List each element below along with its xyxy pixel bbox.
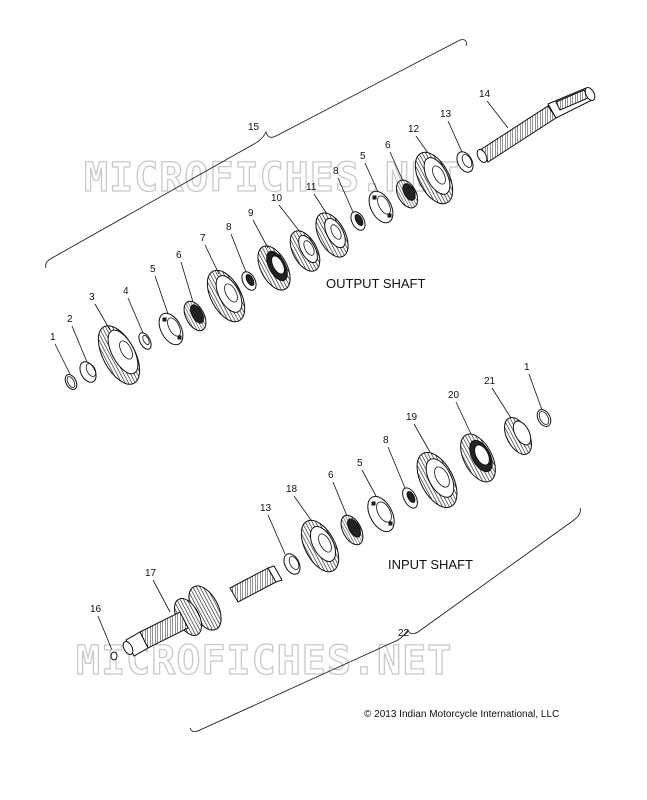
callout-numbers: 1 2 3 4 5 6 7 8 9 10 11 8 5 6 12 13 14 1…: [50, 89, 530, 639]
input-gear-18: [300, 519, 340, 573]
callout-in-8: 8: [383, 435, 389, 446]
callout-out-2: 2: [67, 314, 73, 325]
output-washer-4: [138, 332, 152, 350]
output-gear-3: [97, 325, 141, 385]
output-hub-5b: [368, 190, 394, 224]
callout-in-6: 6: [328, 470, 334, 481]
callout-in-16: 16: [90, 604, 102, 615]
input-bearing-13: [283, 553, 301, 575]
callout-out-15: 15: [248, 122, 260, 133]
callout-in-17: 17: [145, 568, 157, 579]
callout-out-13: 13: [440, 109, 452, 120]
callout-out-7: 7: [200, 233, 206, 244]
output-bearing-13: [456, 151, 474, 173]
output-gear-10: [289, 230, 321, 272]
bracket-output-group: [45, 39, 467, 269]
callout-out-4: 4: [123, 286, 129, 297]
output-hub-5a: [158, 312, 184, 346]
output-shaft-label: OUTPUT SHAFT: [326, 276, 425, 291]
bracket-input-group: [189, 507, 581, 732]
callout-in-5: 5: [357, 458, 363, 469]
callout-in-22: 22: [398, 628, 410, 639]
callout-in-13: 13: [260, 503, 272, 514]
callout-out-3: 3: [89, 292, 95, 303]
input-bearing-6: [340, 514, 364, 546]
callout-out-14: 14: [479, 89, 491, 100]
callout-in-20: 20: [448, 390, 460, 401]
callout-out-1: 1: [50, 332, 56, 343]
input-plug-16: [110, 651, 118, 661]
output-snap-ring-1: [64, 374, 78, 390]
callout-in-18: 18: [286, 484, 298, 495]
output-gear-12: [414, 151, 454, 205]
callout-in-19: 19: [406, 412, 418, 423]
copyright-notice: © 2013 Indian Motorcycle International, …: [364, 709, 559, 720]
input-snap-ring-1: [536, 409, 552, 427]
output-shaft-14: [476, 87, 596, 163]
input-shaft-label: INPUT SHAFT: [388, 557, 473, 572]
output-gear-11: [315, 212, 349, 258]
callout-out-8a: 8: [226, 222, 232, 233]
output-gear-7: [206, 269, 246, 323]
leader-lines: [54, 100, 543, 651]
callout-out-6a: 6: [176, 250, 182, 261]
callout-out-5a: 5: [150, 264, 156, 275]
callout-out-6b: 6: [385, 140, 391, 151]
input-gear-20: [460, 433, 496, 483]
input-gear-21: [503, 417, 533, 455]
output-gear-9: [257, 245, 291, 291]
input-shaft-17: [122, 565, 283, 657]
callout-out-8b: 8: [333, 166, 339, 177]
callout-in-21: 21: [484, 376, 496, 387]
output-bushing-8b: [350, 211, 366, 231]
input-shaft-assembly: [110, 409, 552, 661]
callout-in-1: 1: [524, 362, 530, 373]
output-spacer-2: [79, 361, 97, 383]
callout-out-12: 12: [408, 124, 420, 135]
callout-out-9: 9: [248, 208, 254, 219]
input-hub-5: [367, 495, 395, 533]
callout-out-11: 11: [306, 182, 317, 193]
output-bushing-8a: [241, 271, 257, 291]
output-bearing-6b: [395, 179, 419, 209]
input-bushing-8: [402, 487, 418, 509]
output-shaft-assembly: [64, 87, 596, 390]
output-bearing-6a: [183, 300, 207, 332]
callout-out-5b: 5: [360, 151, 366, 162]
input-gear-19: [416, 451, 458, 509]
callout-out-10: 10: [271, 193, 283, 204]
